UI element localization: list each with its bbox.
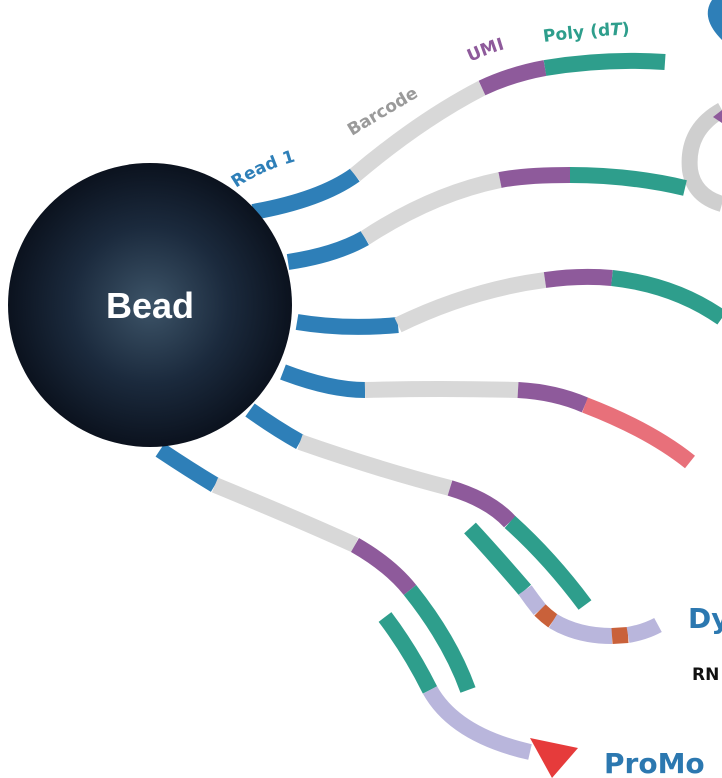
strand-5-umi (447, 480, 516, 528)
strand-4 (280, 364, 695, 469)
strand-2-read1 (286, 230, 369, 270)
strand-3-read1 (295, 314, 399, 335)
strand-5-barcode (297, 434, 452, 496)
strand-2 (286, 167, 687, 270)
strand-3-polydt (611, 270, 722, 325)
strand-5-polydt (504, 516, 592, 610)
partial-circle-topright (681, 0, 722, 212)
strand-4-target (582, 397, 695, 469)
strand-2-umi (498, 167, 571, 188)
strand-5-template-lavender-c (626, 617, 662, 643)
polydt-prefix: Poly (d (542, 20, 611, 47)
bead-circle (8, 163, 292, 447)
strand-1-umi (478, 60, 547, 96)
strand-5-template-tag-2 (611, 627, 629, 644)
polydt-label: Poly (dT) (542, 20, 630, 47)
caption-rna: RN (692, 665, 719, 685)
strand-6 (155, 443, 578, 778)
strand-3-barcode (394, 272, 547, 333)
strand-3-umi (543, 268, 613, 288)
strand-1-read1 (251, 168, 360, 220)
strand-1-polydt (543, 52, 666, 76)
read1-label: Read 1 (228, 147, 297, 192)
strand-2-barcode (360, 172, 502, 245)
strand-5 (245, 403, 662, 644)
strand-6-polydt (403, 585, 476, 693)
strand-2-polydt (569, 167, 687, 196)
strand-5-read1 (245, 403, 304, 449)
strand-5-template-lavender-b (548, 614, 613, 644)
strand-4-read1 (280, 364, 366, 398)
bead-label: Bead (106, 285, 194, 326)
strand-6-barcode (211, 477, 359, 553)
umi-label: UMI (464, 35, 506, 67)
strand-6-template-polya (378, 612, 438, 694)
caption-promo: ProMo (604, 747, 705, 778)
strand-5-template-tag-1 (534, 604, 558, 628)
polydt-suffix: ) (621, 20, 630, 40)
strand-6-read1 (155, 443, 220, 492)
strand-6-template-lavender (423, 685, 532, 760)
strand-1 (251, 52, 666, 220)
polydt-italic: T (610, 20, 624, 41)
red-arrowhead (530, 738, 578, 778)
strand-5-template-lavender-a (518, 585, 547, 615)
bead: Bead (8, 163, 292, 447)
strand-4-barcode (364, 381, 519, 398)
strand-1-barcode (349, 80, 486, 182)
strand-4-umi (517, 382, 589, 413)
strand-6-umi (350, 538, 417, 596)
strand-3 (295, 268, 722, 335)
caption-dynamic: Dy (688, 602, 722, 635)
strand-5-template-polya (464, 522, 532, 596)
